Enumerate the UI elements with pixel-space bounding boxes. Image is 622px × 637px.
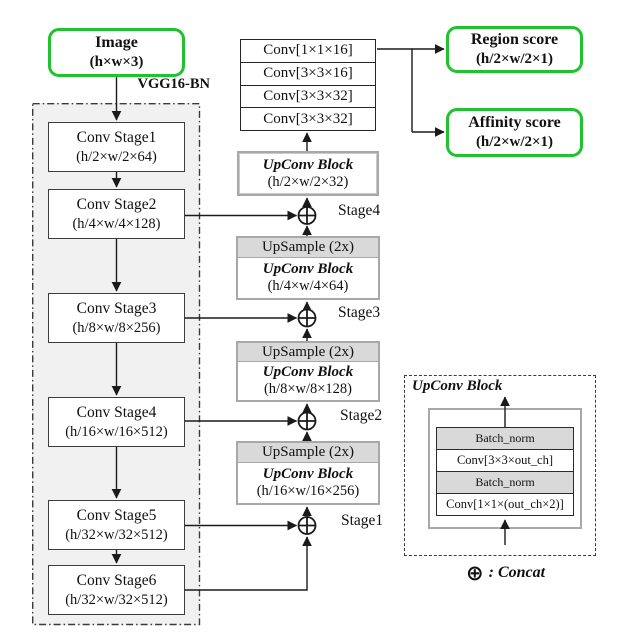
concat-legend: ⊕ : Concat <box>466 561 546 585</box>
head-conv-stack: Conv[1×1×16] Conv[3×3×16] Conv[3×3×32] C… <box>240 39 376 131</box>
conv-stage3-name: Conv Stage3 <box>76 300 157 318</box>
backbone-label: VGG16-BN <box>137 76 211 92</box>
upsample-label-stage1: UpSample (2x) <box>238 443 378 463</box>
upconv-title-stage3: UpConv Block <box>262 261 354 278</box>
skip-label-stage4: Stage4 <box>338 202 381 219</box>
affinity-score-title: Affinity score <box>468 114 561 132</box>
head-conv-row-4: Conv[3×3×32] <box>241 107 375 130</box>
concat-legend-text: : Concat <box>488 564 546 581</box>
upconv-dims-stage1: (h/16×w/16×256) <box>256 483 360 500</box>
upconv-dims-stage2: (h/8×w/8×128) <box>263 381 353 398</box>
image-input-title: Image <box>95 34 138 52</box>
conv-stage5-name: Conv Stage5 <box>76 507 157 525</box>
conv-stage5-dims: (h/32×w/32×512) <box>65 526 168 543</box>
upconv-legend-title: UpConv Block <box>412 378 503 394</box>
conv-stage6-name: Conv Stage6 <box>76 572 157 590</box>
conv-stage2-box: Conv Stage2 (h/4×w/4×128) <box>48 189 185 239</box>
image-input-dims: (h×w×3) <box>89 54 144 71</box>
legend-row-batchnorm-2: Batch_norm <box>437 471 573 493</box>
conv-stage2-dims: (h/4×w/4×128) <box>72 215 161 232</box>
conv-stage6-dims: (h/32×w/32×512) <box>65 591 168 608</box>
skip-label-stage3: Stage3 <box>338 304 381 321</box>
head-conv-row-1: Conv[1×1×16] <box>263 42 353 59</box>
region-score-dims: (h/2×w/2×1) <box>475 51 554 68</box>
conv-stage2-name: Conv Stage2 <box>76 196 157 214</box>
conv-stage4-name: Conv Stage4 <box>76 404 157 422</box>
upconv-legend-stack: Batch_norm Conv[3×3×out_ch] Batch_norm C… <box>436 427 574 516</box>
decoder-block-stage2: UpSample (2x) UpConv Block (h/8×w/8×128) <box>236 341 380 402</box>
legend-row-conv1x1: Conv[1×1×(out_ch×2)] <box>437 493 573 515</box>
conv-stage4-box: Conv Stage4 (h/16×w/16×512) <box>48 397 185 447</box>
upconv-title-stage2: UpConv Block <box>262 364 354 381</box>
concat-node-stage3 <box>297 308 317 328</box>
upconv-dims-stage3: (h/4×w/4×64) <box>267 278 349 295</box>
image-input-box: Image (h×w×3) <box>48 28 185 77</box>
upsample-label-stage3: UpSample (2x) <box>238 238 378 258</box>
decoder-block-stage1: UpSample (2x) UpConv Block (h/16×w/16×25… <box>236 441 380 505</box>
legend-row-batchnorm-1: Batch_norm <box>437 428 573 449</box>
conv-stage5-box: Conv Stage5 (h/32×w/32×512) <box>48 500 185 550</box>
upsample-label-stage2: UpSample (2x) <box>238 343 378 362</box>
skip-label-stage1: Stage1 <box>341 512 384 529</box>
decoder-block-stage3: UpSample (2x) UpConv Block (h/4×w/4×64) <box>236 236 380 300</box>
upconv-block-stage4: UpConv Block (h/2×w/2×32) <box>237 151 379 196</box>
conv-stage3-box: Conv Stage3 (h/8×w/8×256) <box>48 293 185 343</box>
region-score-title: Region score <box>470 31 559 49</box>
conv-stage1-box: Conv Stage1 (h/2×w/2×64) <box>48 122 185 172</box>
region-score-box: Region score (h/2×w/2×1) <box>446 26 583 73</box>
concat-node-stage2 <box>297 411 317 431</box>
head-conv-row-3: Conv[3×3×32] <box>241 84 375 108</box>
head-conv-row-2: Conv[3×3×16] <box>241 61 375 85</box>
conv-stage1-dims: (h/2×w/2×64) <box>76 148 157 165</box>
concat-node-stage4 <box>297 206 317 225</box>
output-branch-lines <box>377 44 445 137</box>
skip-label-stage2: Stage2 <box>340 407 383 424</box>
upconv-stage4-title: UpConv Block <box>262 156 354 173</box>
legend-row-conv3x3: Conv[3×3×out_ch] <box>437 449 573 471</box>
conv-stage3-dims: (h/8×w/8×256) <box>72 319 161 336</box>
upconv-title-stage1: UpConv Block <box>262 466 354 483</box>
affinity-score-dims: (h/2×w/2×1) <box>475 134 554 151</box>
concat-icon: ⊕ <box>466 561 484 585</box>
conv-stage6-box: Conv Stage6 (h/32×w/32×512) <box>48 565 185 615</box>
upconv-stage4-dims: (h/2×w/2×32) <box>267 173 349 190</box>
affinity-score-box: Affinity score (h/2×w/2×1) <box>446 108 583 157</box>
conv-stage4-dims: (h/16×w/16×512) <box>65 423 168 440</box>
concat-node-stage1 <box>297 516 317 535</box>
conv-stage1-name: Conv Stage1 <box>76 129 157 147</box>
